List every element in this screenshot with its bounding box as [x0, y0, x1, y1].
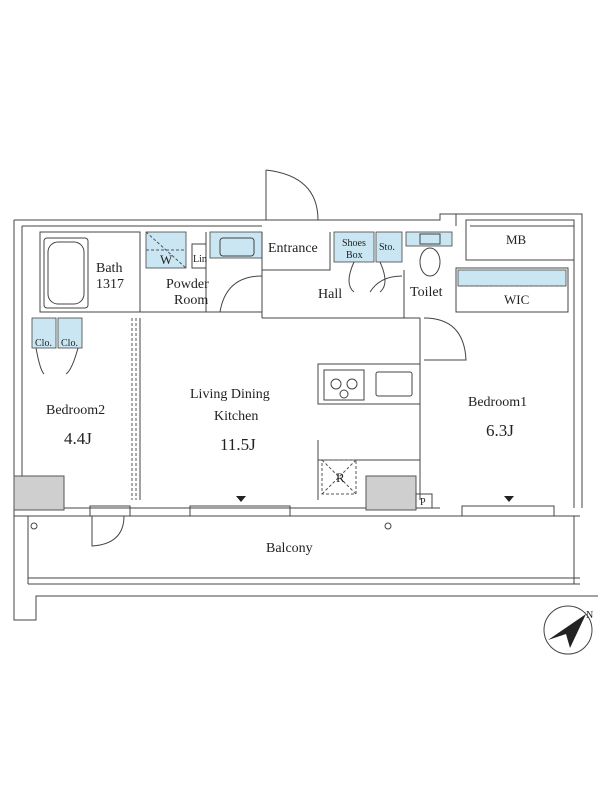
drain-right [384, 522, 392, 530]
mb-box [465, 219, 575, 261]
bedroom2-label: Bedroom2 [46, 403, 105, 418]
bedroom1-label: Bedroom1 [468, 395, 527, 410]
window-bedroom1 [461, 505, 555, 517]
washer-label: W [160, 252, 173, 267]
closet-doors [35, 347, 79, 375]
refrigerator-label: R [336, 470, 345, 485]
column-middle [365, 475, 417, 511]
balcony-outline [14, 515, 580, 585]
column-left [13, 475, 65, 511]
powder-room-label-1: Powder [166, 277, 209, 292]
balcony-label: Balcony [266, 541, 313, 556]
window-arrow-ldk [236, 496, 246, 502]
linen-label: Lin [193, 254, 207, 265]
wic-outline [455, 267, 569, 313]
bath-label: Bath [96, 261, 122, 276]
toilet-bowl [419, 247, 441, 277]
powder-door [219, 275, 263, 313]
ldk-size: 11.5J [220, 435, 256, 454]
closet-a-label: Clo. [35, 338, 52, 349]
pipe-space-label: P [420, 497, 426, 508]
inner-outline [21, 214, 575, 509]
bath-size: 1317 [96, 277, 124, 292]
bedroom1-door [423, 317, 467, 361]
storage-box [375, 231, 403, 263]
shoes-box [333, 231, 375, 263]
wet-area-walls [139, 232, 263, 318]
closet-b-label: Clo. [61, 338, 78, 349]
bath-room-wall [39, 231, 141, 313]
hall-walls [262, 232, 421, 500]
closet-b [57, 317, 83, 349]
entrance-label: Entrance [268, 241, 318, 256]
wic-shelf [457, 269, 567, 287]
wic-label: WIC [504, 292, 529, 307]
drain-left [30, 522, 38, 530]
burner-3 [339, 389, 349, 399]
bedroom2-size: 4.4J [64, 429, 92, 448]
balcony-door [91, 515, 125, 547]
shoes-doors [348, 261, 403, 293]
burner-1 [330, 378, 342, 390]
refrigerator-space [321, 459, 357, 495]
toilet-tank [419, 233, 441, 245]
shoes-box-label-1: Shoes [342, 238, 366, 249]
powder-sink-basin [219, 237, 255, 257]
window-arrow-bedroom1 [504, 496, 514, 502]
mb-label: MB [506, 232, 527, 247]
closet-a [31, 317, 57, 349]
toilet-label: Toilet [410, 285, 443, 300]
kitchen-sink [375, 371, 413, 397]
compass-label: N [586, 610, 593, 621]
burner-2 [346, 378, 358, 390]
compass-arrow-icon [548, 614, 586, 648]
pipe-space [415, 493, 433, 509]
bathtub [43, 237, 89, 309]
washer-dash [145, 231, 187, 269]
bathtub-inner [47, 241, 85, 305]
ldk-label-2: Kitchen [214, 409, 258, 424]
hall-label: Hall [318, 287, 342, 302]
shoes-box-label-2: Box [346, 250, 363, 261]
powder-room-label-2: Room [174, 293, 208, 308]
entrance-door [265, 169, 319, 221]
storage-label: Sto. [379, 242, 395, 253]
compass-ring [543, 605, 593, 655]
kitchen-counter [317, 363, 421, 405]
bedroom1-size: 6.3J [486, 421, 514, 440]
refrigerator-cross [321, 459, 357, 495]
sliding-partition [131, 318, 137, 500]
ldk-label-1: Living Dining [190, 387, 270, 402]
cooktop [323, 369, 365, 401]
